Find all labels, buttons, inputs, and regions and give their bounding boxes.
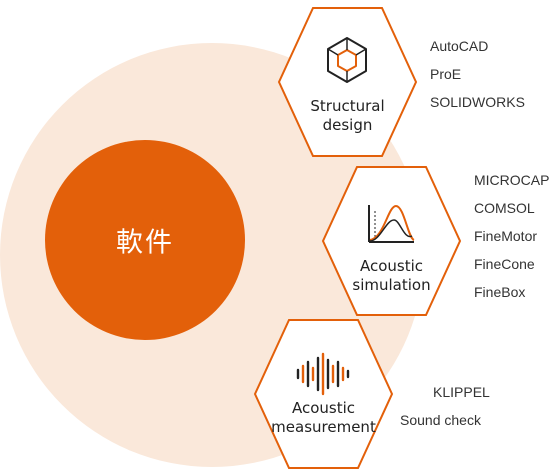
software-item: KLIPPEL — [433, 384, 490, 400]
software-item: MICROCAP — [474, 172, 550, 188]
software-item: FineBox — [474, 284, 526, 300]
acoustic-simulation-label-line2: simulation — [352, 276, 431, 294]
acoustic-measurement-label: Acoustic measurement — [255, 399, 392, 437]
software-item: AutoCAD — [430, 38, 489, 54]
software-item: SOLIDWORKS — [430, 94, 525, 110]
software-item: FineMotor — [474, 228, 538, 244]
structural-design-label: Structural design — [279, 97, 416, 135]
acoustic-measurement-label-line2: measurement — [271, 418, 376, 436]
curve-chart-icon — [368, 204, 415, 243]
software-item: ProE — [430, 66, 462, 82]
center-circle — [45, 140, 245, 340]
sound-wave-icon — [296, 352, 350, 396]
software-item: FineCone — [474, 256, 535, 272]
acoustic-measurement-label-line1: Acoustic — [291, 399, 356, 417]
structural-design-label-line2: design — [322, 116, 373, 134]
center-label: 軟件 — [116, 227, 174, 259]
software-item: COMSOL — [474, 200, 535, 216]
acoustic-simulation-label-line1: Acoustic — [359, 257, 424, 275]
structural-design-label-line1: Structural — [310, 97, 385, 115]
acoustic-simulation-label: Acoustic simulation — [323, 257, 460, 295]
software-item: Sound check — [400, 412, 481, 428]
cube-icon — [327, 37, 367, 83]
